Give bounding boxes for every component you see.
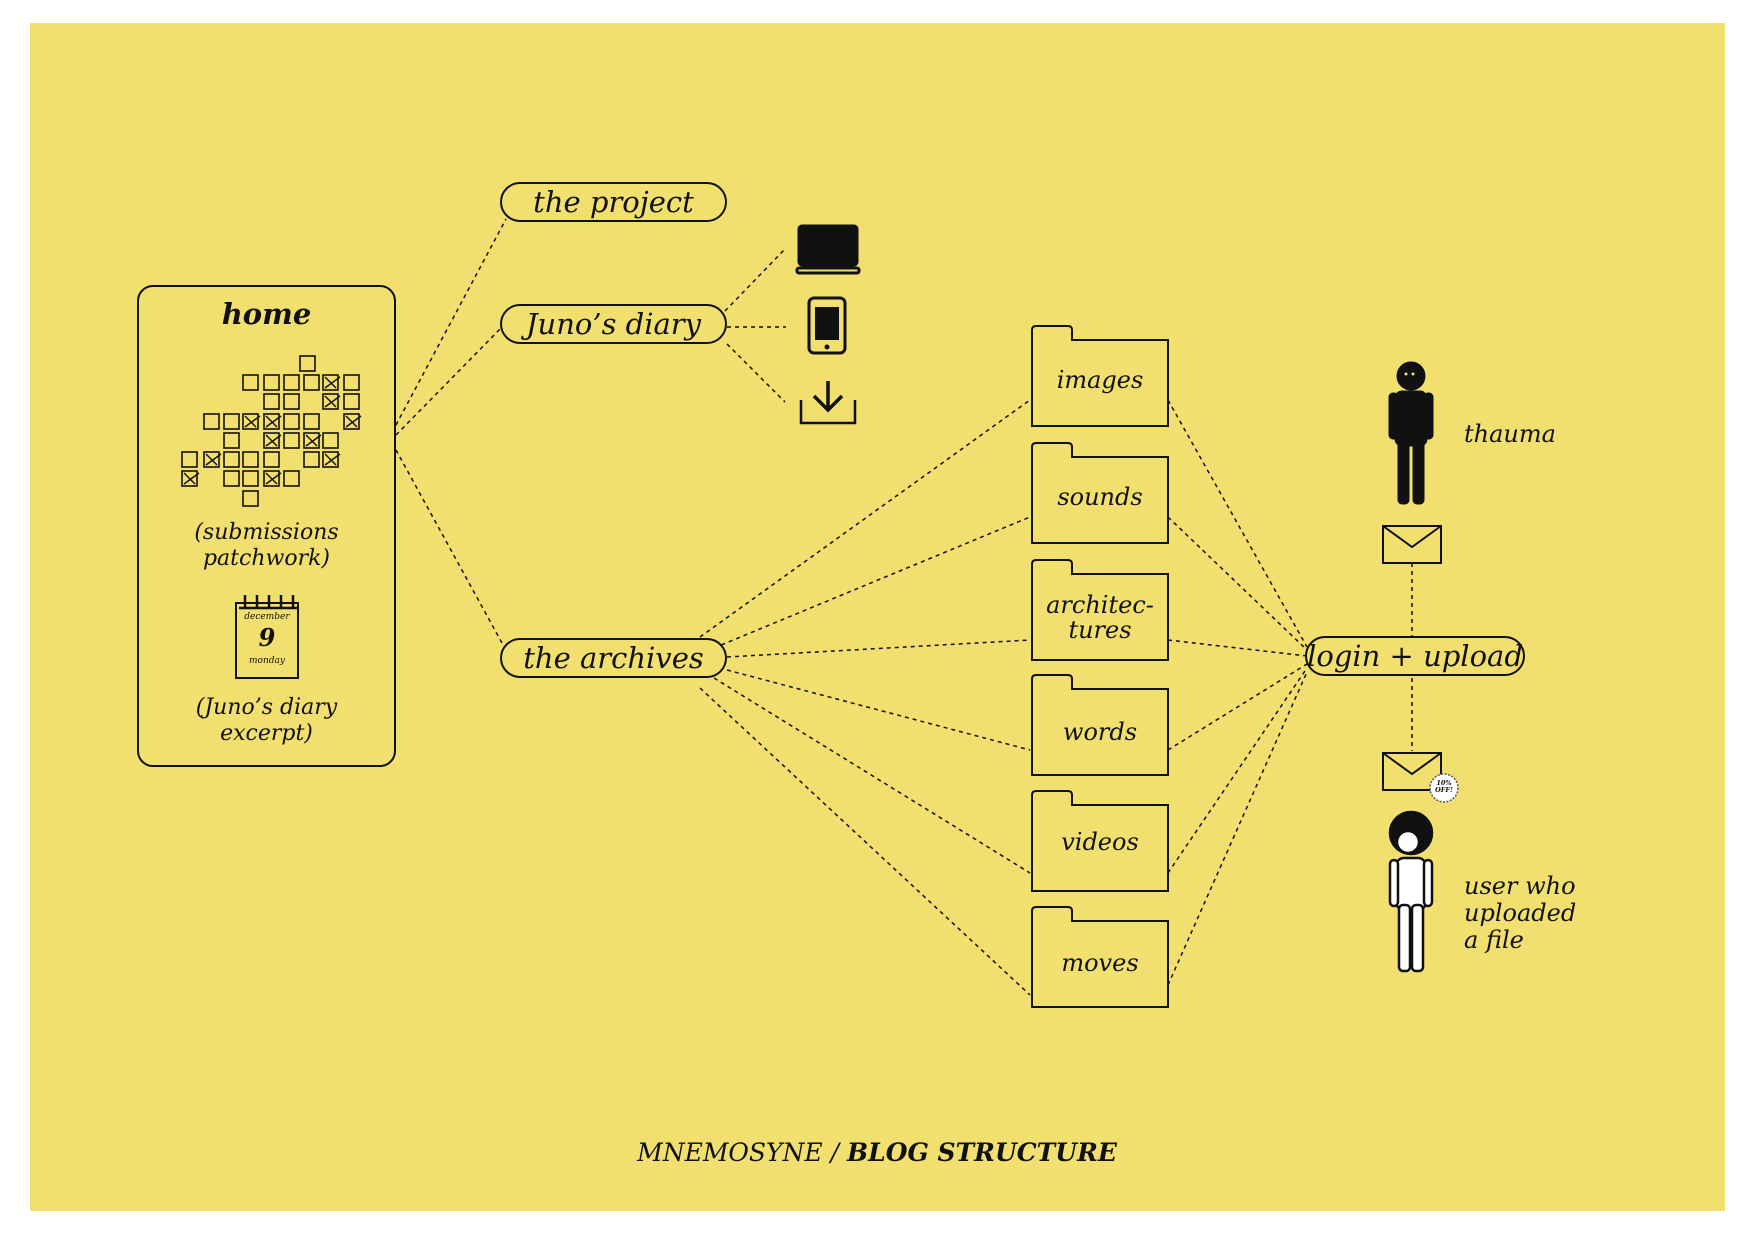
patch-square [223,413,240,430]
folder-videos[interactable]: videos [1061,828,1139,856]
node-login-upload[interactable]: login + upload [1305,636,1525,676]
patch-square [283,432,300,449]
patch-square [242,470,259,487]
discount-badge-text: 10% OFF! [1435,779,1453,794]
patch-square-filled [242,413,261,430]
patch-square-filled [322,374,341,391]
patch-square [181,451,198,468]
patch-square [343,374,360,391]
folder-words[interactable]: words [1062,718,1138,746]
patch-square [223,432,240,449]
patch-square [242,490,259,507]
phone-icon [807,296,847,355]
download-icon [799,381,857,425]
uploader-person-icon [1388,810,1434,973]
home-title: home [221,297,312,331]
patch-square [263,451,280,468]
patchwork-caption: (submissions patchwork) [194,520,339,571]
calendar-day: 9 [258,623,276,652]
laptop-icon [795,224,861,275]
patch-square [203,413,220,430]
envelope-discount-icon [1382,752,1459,803]
patch-square [303,374,320,391]
patch-square-filled [322,393,341,410]
admin-person-icon [1388,361,1434,505]
dashed-connectors [395,218,1413,996]
uploader-label: user who uploaded a file [1464,872,1577,954]
admin-label: thauma [1464,420,1556,448]
patch-square-filled [263,432,282,449]
patch-square [343,393,360,410]
diary-excerpt-caption: (Juno’s diary excerpt) [195,695,338,746]
node-the-project[interactable]: the project [500,182,727,222]
patch-square-filled [303,432,322,449]
folder-images[interactable]: images [1056,366,1144,394]
calendar-icon: december 9 monday [235,602,299,679]
patch-square [303,451,320,468]
patch-square [299,355,316,372]
calendar-month: december [244,612,290,622]
folder-shapes [1031,325,1169,1008]
patch-square [263,374,280,391]
home-card[interactable]: home (submissions patchwork) december 9 … [137,285,396,767]
patch-square [303,413,320,430]
patch-square [283,374,300,391]
patch-square [283,393,300,410]
patch-square-filled [263,470,282,487]
patch-square-filled [322,451,341,468]
folder-sounds[interactable]: sounds [1057,483,1143,511]
patch-square-filled [263,413,282,430]
patch-square [322,432,339,449]
envelope-icon [1382,525,1442,564]
folder-architectures[interactable]: architec- tures [1046,591,1154,644]
patch-square [223,451,240,468]
folder-moves[interactable]: moves [1061,949,1139,977]
calendar-weekday: monday [249,656,285,666]
patch-square [242,451,259,468]
node-junos-diary[interactable]: Juno’s diary [500,304,727,344]
calendar-rings [239,595,299,610]
patch-square-filled [343,413,362,430]
patch-square [242,374,259,391]
node-the-archives[interactable]: the archives [500,638,727,678]
patch-square [263,393,280,410]
patch-square-filled [203,451,222,468]
footer-prefix: MNEMOSYNE / [637,1138,847,1167]
footer-title: MNEMOSYNE / BLOG STRUCTURE [0,1138,1754,1167]
footer-bold: BLOG STRUCTURE [846,1138,1117,1167]
patch-square [283,413,300,430]
patchwork-grid [181,355,362,507]
patch-square [223,470,240,487]
patch-square [283,470,300,487]
patch-square-filled [181,470,200,487]
